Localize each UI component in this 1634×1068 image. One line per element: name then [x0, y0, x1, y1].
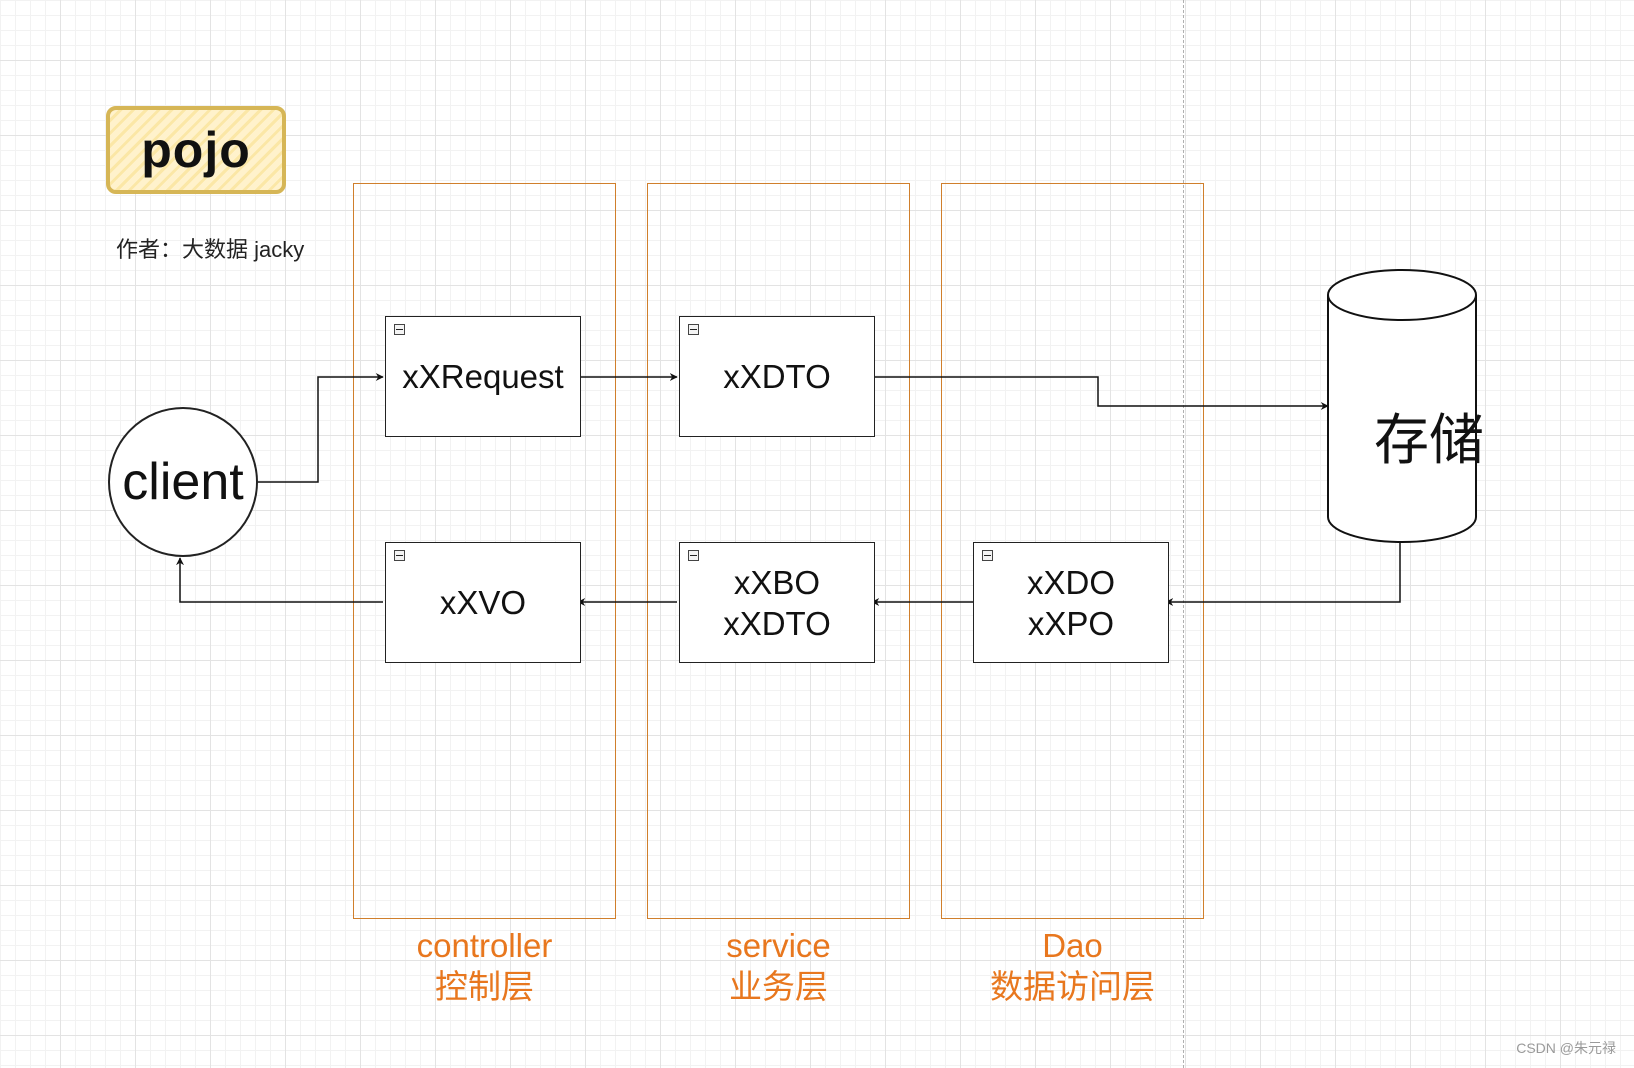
xxdo-xxpo-label: xXDO xXPO [1026, 563, 1115, 642]
xxvo-box[interactable]: xXVO [385, 542, 581, 663]
controller-layer-name: controller [416, 927, 553, 964]
edge-client-to-xxrequest [258, 373, 384, 483]
storage-cylinder [1327, 269, 1477, 543]
pojo-badge: pojo [106, 106, 286, 194]
service-layer-label: service 业务层 [647, 925, 910, 1007]
dao-layer[interactable] [941, 183, 1204, 919]
dao-layer-name: Dao [1042, 927, 1103, 964]
collapse-icon[interactable] [982, 550, 993, 561]
pojo-title: pojo [141, 122, 251, 178]
watermark: CSDN @朱元禄 [1516, 1040, 1616, 1056]
client-node[interactable]: client [108, 407, 258, 557]
controller-layer-label: controller 控制层 [353, 925, 616, 1007]
xxdto-box[interactable]: xXDTO [679, 316, 875, 437]
xxrequest-label: xXRequest [402, 358, 564, 395]
xxvo-label: xXVO [439, 584, 527, 621]
collapse-icon[interactable] [394, 324, 405, 335]
dao-layer-label: Dao 数据访问层 [941, 925, 1204, 1007]
xxbo-xxdto-label: xXBO xXDTO [723, 563, 831, 642]
collapse-icon[interactable] [688, 324, 699, 335]
client-label: client [122, 453, 244, 511]
page-boundary-guide [1183, 0, 1184, 1068]
controller-layer-name-cn: 控制层 [435, 968, 534, 1005]
collapse-icon[interactable] [394, 550, 405, 561]
controller-layer[interactable] [353, 183, 616, 919]
collapse-icon[interactable] [688, 550, 699, 561]
storage-label: 存储 [1373, 409, 1484, 471]
xxdto-label: xXDTO [723, 358, 831, 395]
service-layer-name: service [726, 927, 831, 964]
xxdo-xxpo-box[interactable]: xXDO xXPO [973, 542, 1169, 663]
author-label: 作者：大数据 jacky [116, 237, 305, 262]
service-layer-name-cn: 业务层 [729, 968, 828, 1005]
edge-xxvo-to-client [176, 557, 383, 603]
edge-xxdto-to-storage [871, 376, 1329, 410]
dao-layer-name-cn: 数据访问层 [990, 968, 1155, 1005]
service-layer[interactable] [647, 183, 910, 919]
edge-storage-to-xxdo [1165, 542, 1401, 606]
xxrequest-box[interactable]: xXRequest [385, 316, 581, 437]
xxbo-xxdto-box[interactable]: xXBO xXDTO [679, 542, 875, 663]
